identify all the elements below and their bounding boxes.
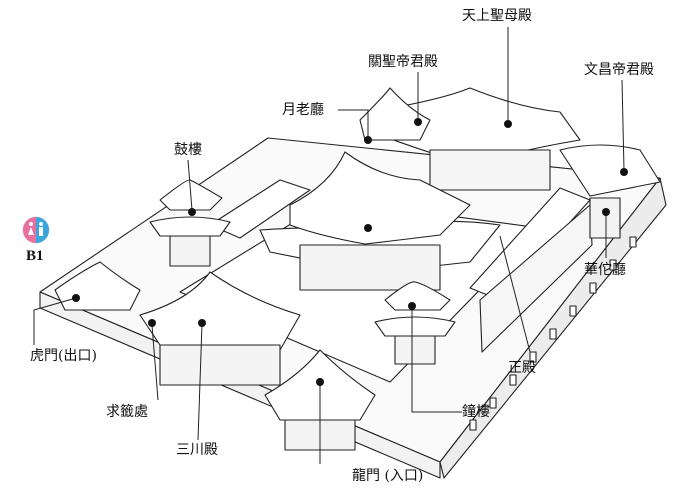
label-longmen: 龍門 (入口) <box>352 468 424 484</box>
label-humen: 虎門(出口) <box>30 348 97 364</box>
west-wing-roof <box>209 179 311 239</box>
label-zhonglou: 鐘樓 <box>462 404 490 420</box>
marker-dots <box>72 118 628 386</box>
leader-lines <box>33 27 625 464</box>
label-yuelao: 月老廳 <box>282 102 324 118</box>
restroom-floor-label: B1 <box>26 248 44 264</box>
drum-tower-body <box>169 235 211 267</box>
guansheng-hall-roof <box>359 87 431 141</box>
rear-hall-body <box>429 149 551 191</box>
label-huatuo: 華佗廳 <box>584 262 626 278</box>
label-qiuqian: 求籤處 <box>106 404 148 420</box>
bell-tower-roof-top <box>384 281 451 311</box>
label-tianshang: 天上聖母殿 <box>462 8 532 24</box>
label-wenchang: 文昌帝君殿 <box>584 62 654 78</box>
bell-tower-roof-mid <box>374 316 456 337</box>
restroom-icon <box>22 216 50 244</box>
main-hall-roof-upper <box>289 151 471 245</box>
drum-tower-roof-mid <box>149 216 231 237</box>
huatuo-hall <box>589 197 621 239</box>
wenchang-hall-roof <box>559 144 661 197</box>
label-gulou: 鼓樓 <box>174 142 202 158</box>
label-sanchuan: 三川殿 <box>176 442 218 458</box>
wall-windows <box>469 236 637 431</box>
front-hall-body <box>159 344 281 386</box>
label-zhengdian: 正殿 <box>508 360 536 376</box>
bell-tower-body <box>394 335 436 365</box>
label-guansheng: 關聖帝君殿 <box>368 54 438 70</box>
east-wing-wall <box>479 204 593 353</box>
